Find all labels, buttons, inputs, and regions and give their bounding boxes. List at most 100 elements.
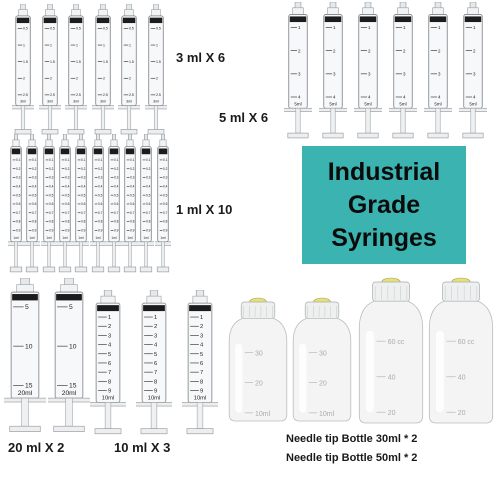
graduation-label: 0.6 bbox=[130, 202, 135, 206]
graduation-label: 0.1 bbox=[49, 158, 54, 162]
graduation-label: 2 bbox=[368, 48, 371, 53]
graduation-label: 0.8 bbox=[146, 220, 151, 224]
capacity-label: 5ml bbox=[364, 101, 371, 106]
graduation-label: 1.5 bbox=[103, 60, 108, 64]
graduation-label: 8 bbox=[154, 379, 157, 385]
graduation-label: 7 bbox=[108, 370, 111, 376]
graduation-label: 1 bbox=[23, 43, 25, 47]
graduation-label: 0.3 bbox=[130, 176, 135, 180]
graduation-label: 2 bbox=[129, 76, 131, 80]
graduation-label: 0.1 bbox=[32, 158, 37, 162]
graduation-label: 0.8 bbox=[163, 220, 168, 224]
graduation-label: 5 bbox=[154, 352, 157, 358]
graduation-label: 0.8 bbox=[130, 220, 135, 224]
bottle-graduation-label: 40 bbox=[458, 375, 466, 382]
graduation-label: 0.5 bbox=[156, 27, 161, 31]
graduation-label: 0.1 bbox=[81, 158, 86, 162]
capacity-label: 10ml bbox=[148, 395, 160, 401]
graduation-label: 3 bbox=[108, 333, 111, 339]
graduation-label: 0.7 bbox=[49, 211, 54, 215]
graduation-label: 0.6 bbox=[32, 202, 37, 206]
graduation-label: 15 bbox=[69, 383, 77, 390]
graduation-label: 0.2 bbox=[49, 167, 54, 171]
graduation-label: 2 bbox=[50, 76, 52, 80]
capacity-label: 1ml bbox=[79, 236, 84, 240]
capacity-label: 10ml bbox=[194, 395, 206, 401]
capacity-label: 20ml bbox=[18, 390, 33, 397]
label-3ml: 3 ml X 6 bbox=[176, 50, 226, 65]
bottle-graduation-label: 30 bbox=[319, 350, 327, 357]
graduation-label: 0.4 bbox=[146, 184, 151, 188]
graduation-label: 4 bbox=[154, 343, 158, 349]
graduation-label: 1 bbox=[103, 43, 105, 47]
bottle-graduation-label: 40 bbox=[388, 375, 396, 382]
graduation-label: 0.8 bbox=[98, 220, 103, 224]
graduation-label: 0.8 bbox=[49, 220, 54, 224]
graduation-label: 0.6 bbox=[49, 202, 54, 206]
graduation-label: 8 bbox=[108, 379, 111, 385]
capacity-label: 3ml bbox=[47, 100, 53, 104]
graduation-label: 0.1 bbox=[65, 158, 70, 162]
graduation-label: 5 bbox=[25, 304, 29, 311]
graduation-label: 0.7 bbox=[32, 211, 37, 215]
bottle-graduation-label: 10ml bbox=[319, 411, 335, 418]
graduation-label: 2 bbox=[473, 48, 476, 53]
graduation-label: 0.5 bbox=[98, 193, 103, 197]
graduation-label: 0.4 bbox=[32, 184, 37, 188]
graduation-label: 0.4 bbox=[16, 184, 21, 188]
graduation-label: 0.3 bbox=[49, 176, 54, 180]
graduation-label: 0.5 bbox=[163, 193, 168, 197]
graduation-label: 0.1 bbox=[163, 158, 168, 162]
graduation-label: 0.5 bbox=[16, 193, 21, 197]
graduation-label: 2 bbox=[298, 48, 301, 53]
graduation-label: 0.7 bbox=[65, 211, 70, 215]
graduation-label: 0.8 bbox=[32, 220, 37, 224]
graduation-label: 0.5 bbox=[146, 193, 151, 197]
bottle-graduation-label: 20 bbox=[255, 381, 263, 388]
capacity-label: 10ml bbox=[102, 395, 114, 401]
capacity-label: 3ml bbox=[126, 100, 132, 104]
label-5ml: 5 ml X 6 bbox=[219, 110, 269, 125]
graduation-label: 8 bbox=[200, 379, 203, 385]
graduation-label: 2.5 bbox=[50, 93, 55, 97]
graduation-label: 4 bbox=[403, 95, 406, 100]
capacity-label: 1ml bbox=[46, 236, 51, 240]
graduation-label: 0.8 bbox=[65, 220, 70, 224]
graduation-label: 5 bbox=[200, 352, 203, 358]
graduation-label: 0.4 bbox=[163, 184, 168, 188]
graduation-label: 0.6 bbox=[81, 202, 86, 206]
capacity-label: 3ml bbox=[153, 100, 159, 104]
graduation-label: 0.9 bbox=[65, 228, 70, 232]
graduation-label: 4 bbox=[438, 95, 441, 100]
graduation-label: 0.7 bbox=[130, 211, 135, 215]
graduation-label: 0.5 bbox=[50, 27, 55, 31]
graduation-label: 0.2 bbox=[146, 167, 151, 171]
graduation-label: 6 bbox=[154, 361, 157, 367]
graduation-label: 10 bbox=[69, 343, 77, 350]
graduation-label: 7 bbox=[200, 370, 203, 376]
graduation-label: 0.5 bbox=[114, 193, 119, 197]
graduation-label: 0.3 bbox=[114, 176, 119, 180]
capacity-label: 3ml bbox=[100, 100, 106, 104]
graduation-label: 9 bbox=[154, 389, 157, 395]
capacity-label: 1ml bbox=[62, 236, 67, 240]
graduation-label: 15 bbox=[25, 383, 33, 390]
graduation-label: 0.5 bbox=[103, 27, 108, 31]
capacity-label: 1ml bbox=[95, 236, 100, 240]
graduation-label: 0.4 bbox=[114, 184, 119, 188]
graduation-label: 0.5 bbox=[129, 27, 134, 31]
graduation-label: 0.2 bbox=[114, 167, 119, 171]
graduation-label: 10 bbox=[25, 343, 33, 350]
graduation-label: 0.1 bbox=[16, 158, 21, 162]
